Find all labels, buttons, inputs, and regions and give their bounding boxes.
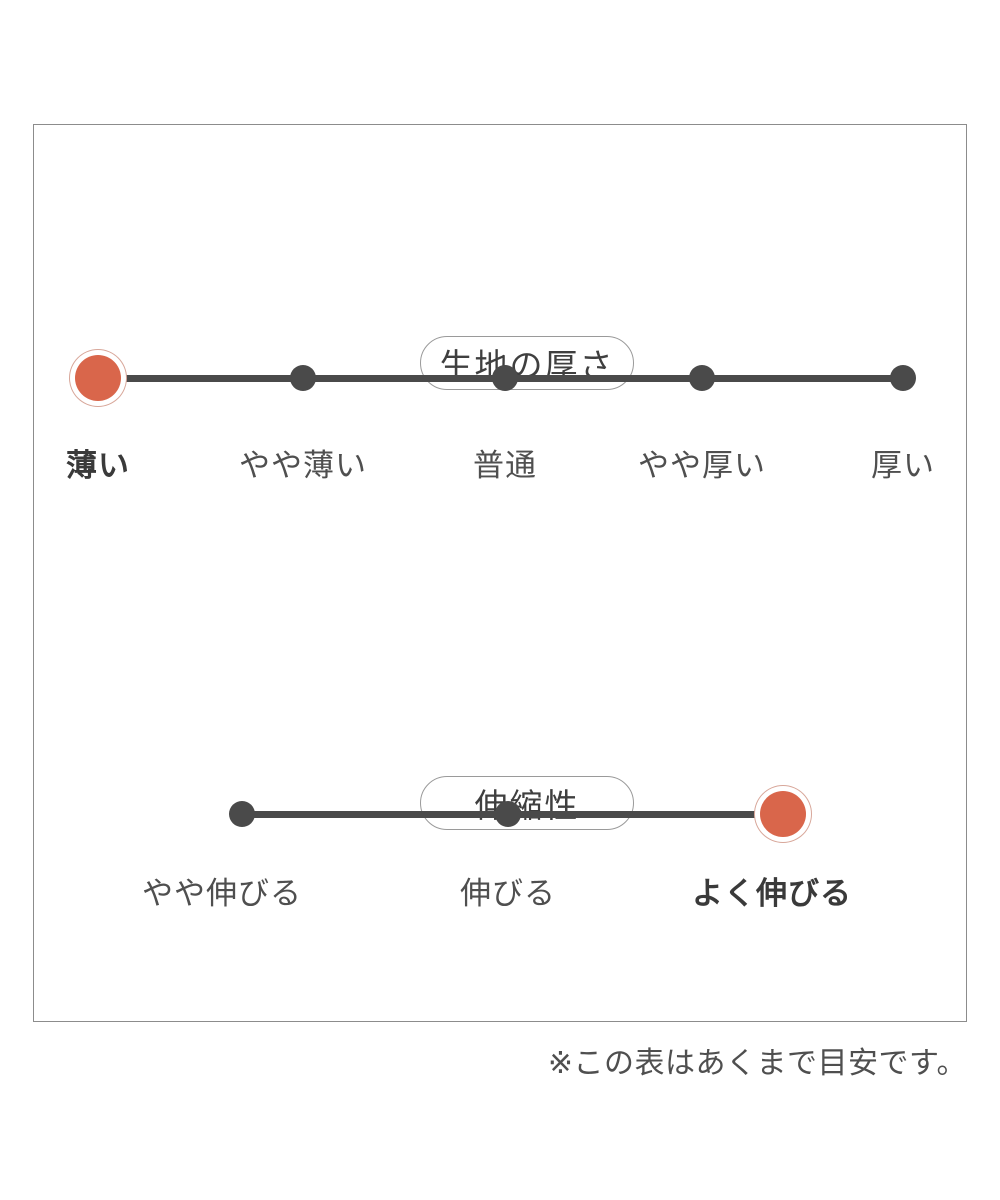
footnote-disclaimer: ※この表はあくまで目安です。 bbox=[547, 1047, 967, 1080]
scale-node-thickness-usui[interactable] bbox=[75, 355, 121, 401]
scale-labels-thickness: 薄い やや薄い 普通 やや厚い 厚い bbox=[0, 440, 1000, 486]
section-title-stretchiness: 伸縮性 bbox=[420, 776, 634, 830]
tick-label-stretch-0: やや伸びる bbox=[142, 876, 302, 911]
scale-node-stretch-nobiru[interactable] bbox=[495, 801, 521, 827]
tick-label-thickness-0: 薄い bbox=[66, 448, 130, 483]
tick-label-thickness-3: やや厚い bbox=[638, 448, 766, 483]
tick-label-thickness-4: 厚い bbox=[871, 448, 935, 483]
scale-node-thickness-futsuu[interactable] bbox=[492, 365, 518, 391]
tick-label-stretch-1: 伸びる bbox=[460, 876, 556, 911]
tick-label-stretch-2: よく伸びる bbox=[692, 876, 852, 911]
scale-node-stretch-yoku-nobiru[interactable] bbox=[760, 791, 806, 837]
scale-node-thickness-yaya-usui[interactable] bbox=[290, 365, 316, 391]
tick-label-thickness-2: 普通 bbox=[473, 448, 537, 483]
tick-label-thickness-1: やや薄い bbox=[239, 448, 367, 483]
scale-node-thickness-yaya-atsui[interactable] bbox=[689, 365, 715, 391]
scale-node-thickness-atsui[interactable] bbox=[890, 365, 916, 391]
scale-labels-stretch: やや伸びる 伸びる よく伸びる bbox=[0, 868, 1000, 914]
scale-node-stretch-yaya-nobiru[interactable] bbox=[229, 801, 255, 827]
